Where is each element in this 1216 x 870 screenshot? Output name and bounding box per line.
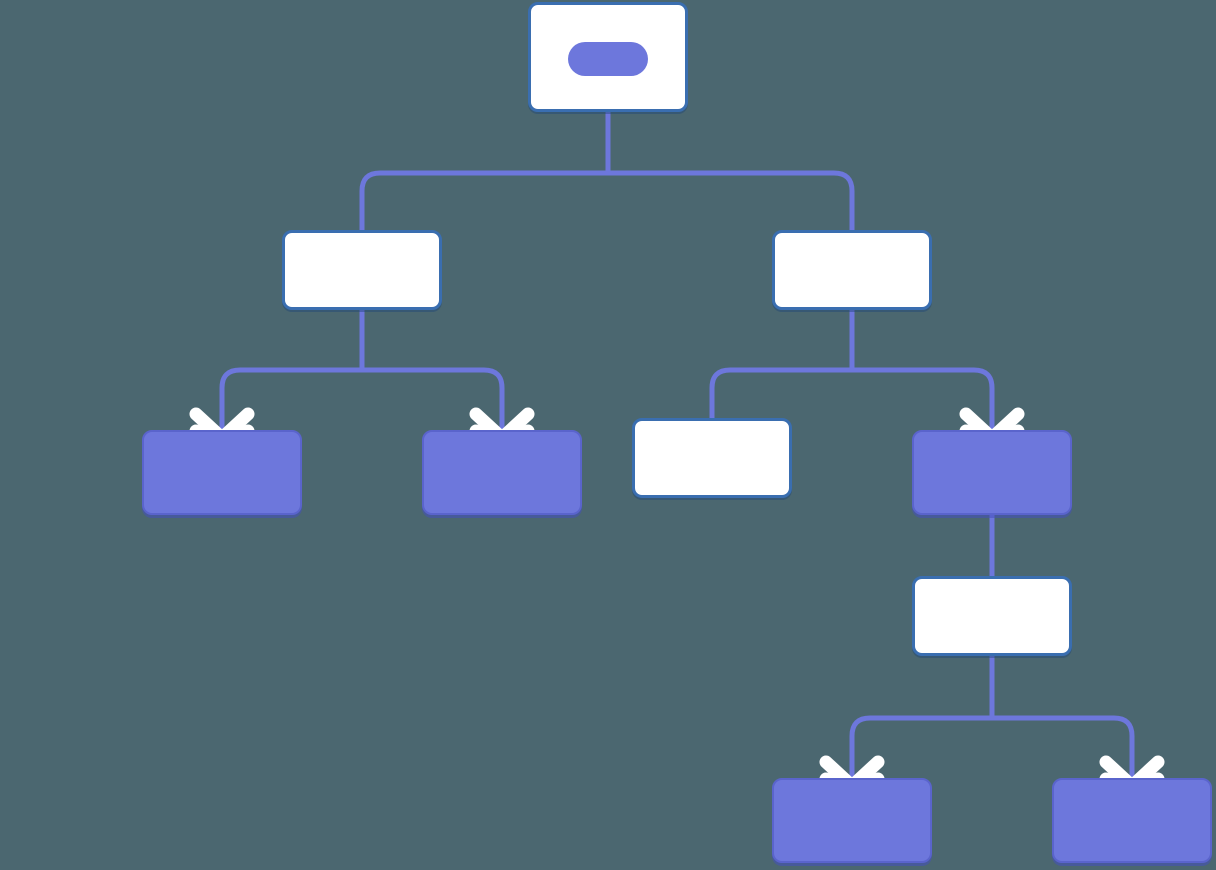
node-leaf-1[interactable] bbox=[142, 430, 302, 515]
edge-root-left bbox=[359, 170, 608, 232]
node-leaf-2[interactable] bbox=[422, 430, 582, 515]
node-leaf-4[interactable] bbox=[772, 778, 932, 863]
root-pill-shape bbox=[568, 42, 648, 76]
node-purple-mid[interactable] bbox=[912, 430, 1072, 515]
edge-right-to-leaf3 bbox=[709, 367, 852, 418]
node-leaf-3[interactable] bbox=[632, 418, 792, 498]
edge-root-right bbox=[608, 170, 855, 232]
node-branch-sub[interactable] bbox=[912, 576, 1072, 656]
edge-left-to-leaf1 bbox=[219, 367, 362, 440]
node-branch-right[interactable] bbox=[772, 230, 932, 310]
edge-sub-to-leaf4 bbox=[849, 715, 992, 788]
edge-right-to-mid bbox=[852, 367, 995, 440]
node-branch-left[interactable] bbox=[282, 230, 442, 310]
node-root[interactable] bbox=[528, 2, 688, 112]
node-leaf-5[interactable] bbox=[1052, 778, 1212, 863]
edge-left-to-leaf2 bbox=[362, 367, 505, 440]
edge-sub-to-leaf5 bbox=[992, 715, 1135, 788]
